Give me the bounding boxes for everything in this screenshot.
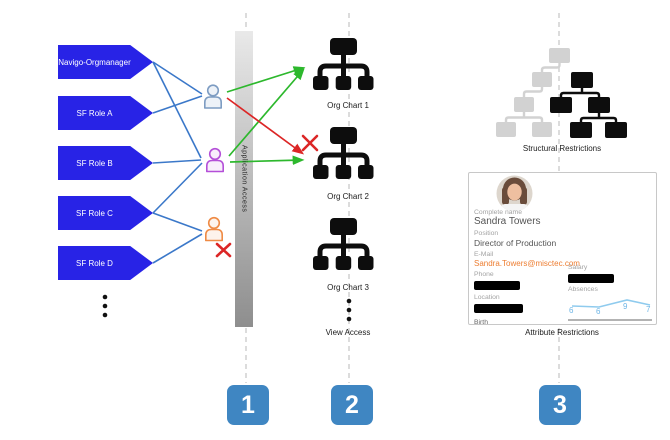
absence-value: 7 [646,305,651,314]
tree-black-subtree [550,72,627,138]
user-icon-purple [206,147,224,173]
location-label: Location [474,294,500,301]
org-chart-3-label: Org Chart 3 [327,283,369,292]
role-label: SF Role A [76,108,113,118]
step-badge-2: 2 [331,385,373,425]
org-chart-icon-3 [313,218,374,270]
deny-arrow [226,97,305,155]
tree-gray-subtree [496,48,570,137]
role-banner-sf-role-d: SF Role D [58,246,153,280]
user-icon-orange [205,216,223,242]
phone-label: Phone [474,271,494,278]
employee-profile-card: Complete name Sandra Towers Position Dir… [468,172,657,325]
allow-arrow [229,155,305,166]
org-chart-2-label: Org Chart 2 [327,192,369,201]
application-access-bar [235,31,253,327]
vertical-ellipsis-icon [102,294,352,322]
email-label: E-Mail [474,251,494,258]
absences-sparkline [571,299,651,308]
application-access-label: Application Access [240,145,248,213]
role-label: SF Role B [76,158,113,168]
role-banner-sf-role-a: SF Role A [58,96,153,130]
role-banner-navigo-orgmanager: Navigo-Orgmanager [58,45,153,79]
view-access-caption: View Access [325,328,371,337]
structural-restrictions-caption: Structural Restrictions [522,144,602,153]
position-value: Director of Production [474,238,557,248]
salary-redacted-bar [568,274,614,283]
absences-label: Absences [568,286,598,293]
role-label: SF Role D [76,258,113,268]
x-mark-icons [215,134,319,258]
step-badge-3: 3 [539,385,581,425]
absence-value: 6 [596,307,601,316]
step-badge-1: 1 [227,385,269,425]
structural-restrictions-tree [496,48,627,138]
absence-value: 9 [623,302,628,311]
role-banner-sf-role-c: SF Role C [58,196,153,230]
avatar [496,175,533,212]
phone-redacted-bar [474,281,520,290]
complete-name-value: Sandra Towers [474,216,541,227]
role-label: Navigo-Orgmanager [58,57,131,67]
access-arrows [226,66,306,166]
position-label: Position [474,230,499,237]
x-mark-icon [301,134,319,152]
x-mark-icon [215,242,232,258]
absence-value: 6 [569,306,574,315]
salary-label: Salary [568,264,588,271]
role-user-connection-lines [152,61,203,264]
location-redacted-bar [474,304,523,313]
sparkline-axis [568,319,652,321]
attribute-restrictions-caption: Attribute Restrictions [525,328,599,337]
allow-arrow [226,66,306,93]
org-chart-1-label: Org Chart 1 [327,101,369,110]
email-value: Sandra.Towers@misctec.com [474,259,580,268]
birthday-label-clipped: Birth [474,319,488,325]
allow-arrow [228,68,305,157]
role-banner-sf-role-b: SF Role B [58,146,153,180]
complete-name-label: Complete name [474,209,522,216]
role-label: SF Role C [76,208,113,218]
org-chart-icon-1 [313,38,374,90]
user-icon-blue [204,84,222,109]
org-chart-icon-2 [313,127,374,179]
